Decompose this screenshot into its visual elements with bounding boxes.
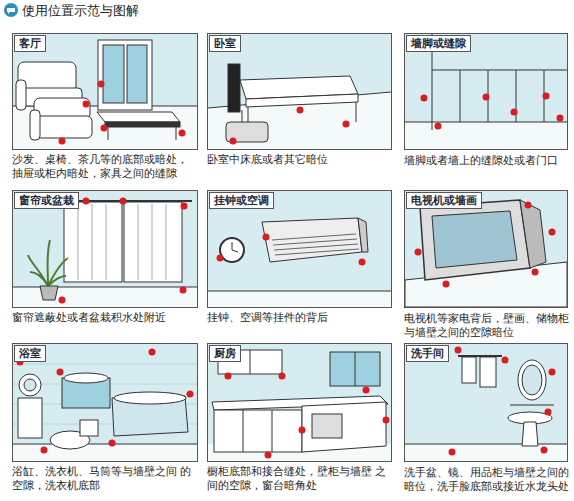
panel-heading: 浴室 bbox=[14, 345, 46, 362]
panel-heading: 客厅 bbox=[14, 35, 46, 52]
room-panel: 洗手间洗手盆、镜、用品柜与墙壁之间的 暗位，洗手脸底部或接近水龙头处 bbox=[404, 343, 570, 496]
room-panel: 卧室卧室中床底或者其它暗位 bbox=[207, 33, 393, 184]
room-panel: 厨房橱柜底部和接合缝处，壁柜与墙壁 之间的空隙，窗台暗角处 bbox=[207, 343, 393, 496]
bedroom-drawing bbox=[208, 34, 391, 149]
living-room-drawing bbox=[13, 34, 197, 149]
panel-caption: 洗手盆、镜、用品柜与墙壁之间的 暗位，洗手脸底部或接近水龙头处 bbox=[404, 465, 570, 493]
title-icon bbox=[4, 3, 18, 17]
panel-heading: 厨房 bbox=[209, 345, 241, 362]
room-panel: 墙脚或缝隙墙脚或者墙上的缝隙处或者门口 bbox=[404, 33, 570, 184]
panel-heading: 电视机或墙画 bbox=[406, 192, 482, 209]
kitchen-drawing bbox=[208, 344, 391, 461]
room-panel: 窗帘或盆栽窗帘遮蔽处或者盆栽积水处附近 bbox=[12, 190, 198, 342]
panel-caption: 卧室中床底或者其它暗位 bbox=[207, 153, 393, 167]
panel-heading: 墙脚或缝隙 bbox=[406, 35, 471, 52]
panel-caption: 墙脚或者墙上的缝隙处或者门口 bbox=[404, 153, 570, 167]
room-panel: 电视机或墙画电视机等家电背后，壁画、储物柜 与墙壁之间的空隙暗位 bbox=[404, 190, 570, 342]
panel-heading: 洗手间 bbox=[406, 345, 449, 362]
panel-heading: 卧室 bbox=[209, 35, 241, 52]
panel-caption: 沙发、桌椅、茶几等的底部或暗处， 抽屉或柜内暗处，家具之间的缝隙 bbox=[12, 153, 198, 181]
panel-heading: 挂钟或空调 bbox=[209, 192, 274, 209]
panel-caption: 橱柜底部和接合缝处，壁柜与墙壁 之间的空隙，窗台暗角处 bbox=[207, 465, 393, 493]
wall-gap-drawing bbox=[405, 34, 567, 149]
room-panel: 挂钟或空调挂钟、空调等挂件的背后 bbox=[207, 190, 393, 342]
washroom-drawing bbox=[405, 344, 567, 461]
room-panel: 浴室浴缸、洗衣机、马筒等与墙壁之间 的空隙，洗衣机底部 bbox=[12, 343, 198, 496]
curtain-plant-drawing bbox=[13, 191, 197, 307]
tv-drawing bbox=[405, 191, 567, 307]
room-panel: 客厅沙发、桌椅、茶几等的底部或暗处， 抽屉或柜内暗处，家具之间的缝隙 bbox=[12, 33, 198, 184]
panel-heading: 窗帘或盆栽 bbox=[14, 192, 79, 209]
panel-caption: 窗帘遮蔽处或者盆栽积水处附近 bbox=[12, 311, 198, 325]
panel-caption: 挂钟、空调等挂件的背后 bbox=[207, 311, 393, 325]
panel-caption: 电视机等家电背后，壁画、储物柜 与墙壁之间的空隙暗位 bbox=[404, 311, 570, 339]
bathroom-drawing bbox=[13, 344, 197, 461]
clock-ac-drawing bbox=[208, 191, 391, 307]
page-title: 使用位置示范与图解 bbox=[22, 3, 139, 19]
panel-caption: 浴缸、洗衣机、马筒等与墙壁之间 的空隙，洗衣机底部 bbox=[12, 465, 198, 493]
